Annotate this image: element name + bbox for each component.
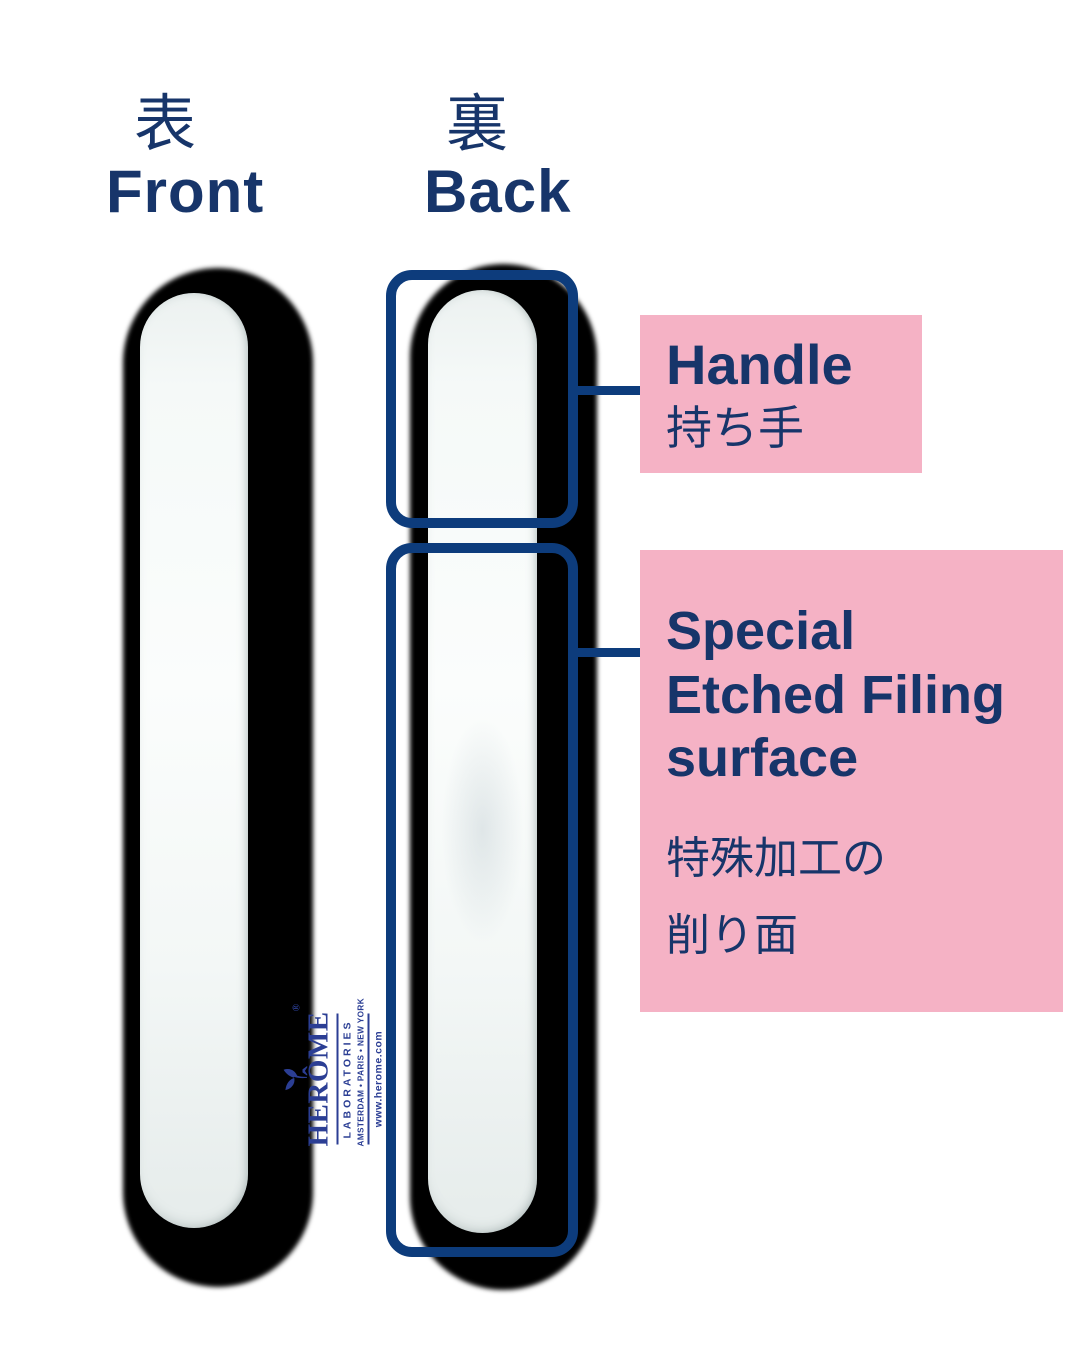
front-view-label-en: Front [106,158,265,225]
filing-surface-label-box: Special Etched Filing surface 特殊加工の 削り面 [640,550,1063,1012]
etched-surface-frost [428,680,537,980]
filing-surface-connector-line [574,648,640,657]
filing-surface-label-en-line2: Etched Filing [666,664,1006,725]
brand-divider [367,1013,370,1145]
filing-surface-region-outline [386,543,578,1257]
filing-surface-label-ja: 特殊加工の 削り面 [666,821,1063,974]
handle-connector-line [574,386,640,395]
tulip-leaf-icon [283,1068,307,1091]
back-view-label-ja: 裏 [446,90,509,159]
handle-label-en: Handle [666,333,853,396]
brand-website: www.herome.com [372,1030,385,1128]
filing-surface-label-en-line3: surface [666,728,859,789]
brand-print: HERÔME® LABORATORIES AMSTERDAM • PARIS •… [283,997,385,1147]
handle-region-outline [386,270,578,528]
handle-label-ja: 持ち手 [666,402,804,454]
handle-label-box: Handle 持ち手 [640,315,922,473]
brand-laboratories: LABORATORIES [341,1019,354,1139]
brand-divider [336,1013,339,1145]
back-nail-file [428,290,537,1233]
registered-mark: ® [291,1003,303,1012]
brand-cities: AMSTERDAM • PARIS • NEW YORK [356,997,366,1147]
front-nail-file: HERÔME® LABORATORIES AMSTERDAM • PARIS •… [140,293,385,1228]
back-view-label-en: Back [424,158,572,225]
brand-wordmark: HERÔME® [283,1004,335,1147]
filing-surface-label-ja-line1: 特殊加工の [666,834,886,884]
filing-surface-label-ja-line2: 削り面 [666,910,798,960]
front-view-label-ja: 表 [134,90,197,159]
filing-surface-label-en-line1: Special [666,601,856,661]
